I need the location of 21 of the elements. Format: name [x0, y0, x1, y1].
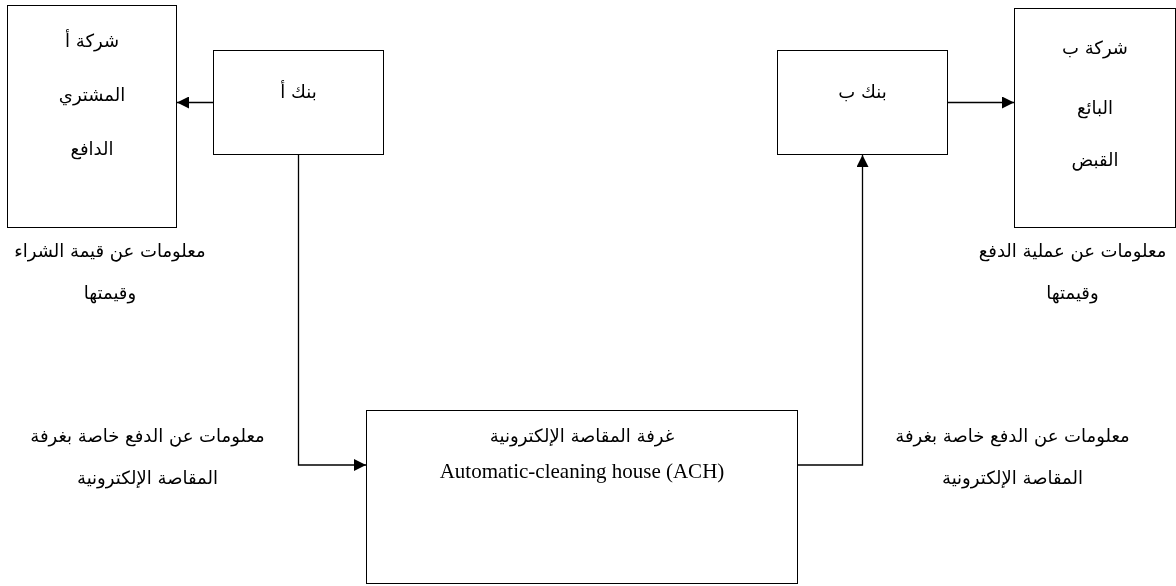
node-text: شركة أ: [65, 30, 119, 51]
node-text: القبض: [1071, 149, 1119, 170]
arrow: [176, 96, 214, 109]
arrow: [797, 154, 869, 466]
node-text: شركة ب: [1062, 37, 1128, 58]
node-text: بنك أ: [280, 81, 317, 102]
company-box: [7, 5, 177, 228]
node-text: البائع: [1077, 97, 1113, 118]
arrow: [297, 154, 367, 471]
company-box: [1014, 8, 1176, 228]
node-caption: معلومات عن عملية الدفع وقيمتها: [977, 239, 1168, 306]
node-text: المشتري: [58, 84, 126, 105]
node-text: غرفة المقاصة الإلكترونية: [489, 425, 675, 446]
node-text: Automatic-cleaning house (ACH): [438, 459, 726, 484]
clearing-house-box: [366, 410, 798, 584]
arrow: [947, 96, 1015, 109]
bank-box: [213, 50, 384, 155]
bank-box: [777, 50, 948, 155]
node-caption: معلومات عن قيمة الشراء وقيمتها: [13, 239, 207, 306]
node-text: بنك ب: [838, 81, 887, 102]
node-text: الدافع: [70, 138, 114, 159]
